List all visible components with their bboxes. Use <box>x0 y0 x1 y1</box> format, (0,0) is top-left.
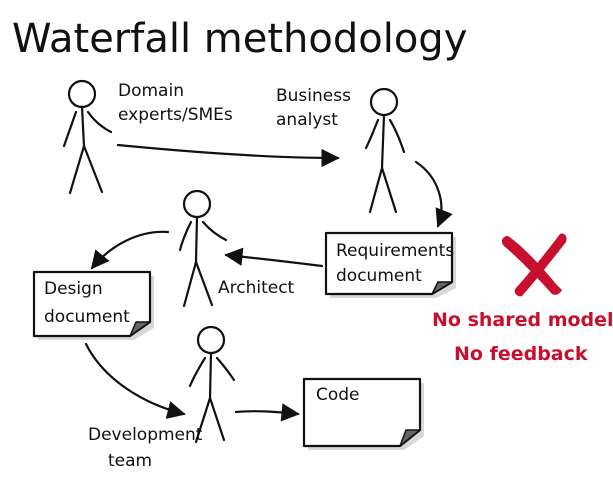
design-document-icon <box>32 270 154 340</box>
requirements-document-icon <box>324 231 456 298</box>
development-team-figure-icon <box>188 325 236 444</box>
design-document-label: Design document <box>44 279 130 327</box>
domain-experts-label-line2: experts/SMEs <box>118 105 233 125</box>
architect-label: Architect <box>218 278 295 298</box>
no-feedback-text: No feedback <box>454 343 588 365</box>
arrow-design-to-development <box>84 342 186 419</box>
business-analyst-label-line1: Business <box>276 86 351 106</box>
business-analyst-figure-icon <box>364 87 406 214</box>
no-shared-model-text: No shared model <box>432 309 613 331</box>
arrow-development-to-code <box>234 403 300 422</box>
requirements-document-label-line2: document <box>336 266 422 286</box>
requirements-document-label: Requirements document <box>336 241 460 286</box>
arrow-experts-to-analyst <box>116 143 340 168</box>
cross-mark-icon <box>501 233 567 297</box>
requirements-document-label-line1: Requirements <box>336 241 454 261</box>
page-title: Waterfall methodology <box>12 16 467 62</box>
development-team-label-line1: Development <box>88 425 203 445</box>
code-document-icon <box>302 377 424 450</box>
architect-figure-icon <box>178 189 228 308</box>
business-analyst-label: Business analyst <box>276 86 356 130</box>
arrow-architect-to-design <box>90 230 170 270</box>
code-document-label: Code <box>316 385 360 405</box>
development-team-label-line2: team <box>108 451 152 471</box>
development-team-label: Development team <box>88 425 208 471</box>
design-document-label-line2: document <box>44 307 130 327</box>
design-document-label-line1: Design <box>44 279 103 299</box>
arrow-requirements-to-architect <box>224 247 324 268</box>
domain-experts-figure-icon <box>62 79 113 195</box>
business-analyst-label-line2: analyst <box>276 110 338 130</box>
arrow-analyst-to-requirements <box>414 160 453 228</box>
domain-experts-label: Domain experts/SMEs <box>118 81 233 125</box>
domain-experts-label-line1: Domain <box>118 81 184 101</box>
